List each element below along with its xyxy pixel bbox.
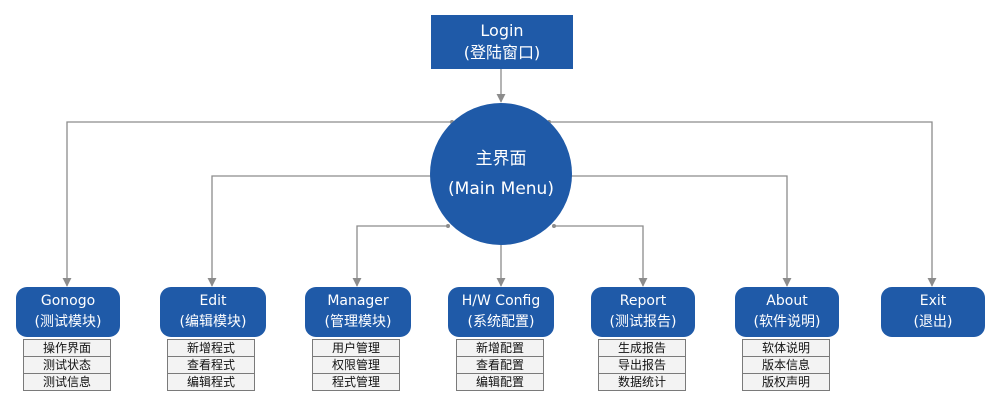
module-title: Edit (199, 293, 227, 309)
login-subtitle: (登陆窗口) (463, 43, 541, 62)
submenu-manager: 用户管理 权限管理 程式管理 (312, 339, 400, 391)
module-about: About (软件说明) (735, 287, 839, 337)
submenu-item: 查看配置 (456, 357, 544, 374)
menu-to-edit-arrow (207, 175, 432, 287)
submenu-item: 操作界面 (23, 339, 111, 357)
login-title: Login (480, 21, 524, 40)
module-report: Report (测试报告) (591, 287, 695, 337)
submenu-item: 权限管理 (312, 357, 400, 374)
module-title: Manager (327, 293, 389, 309)
module-subtitle: (软件说明) (753, 314, 821, 330)
menu-to-gonogo-arrow (62, 121, 452, 287)
submenu-item: 测试信息 (23, 374, 111, 391)
submenu-item: 测试状态 (23, 357, 111, 374)
module-manager: Manager (管理模块) (305, 287, 411, 337)
submenu-item: 版权声明 (742, 374, 830, 391)
submenu-item: 生成报告 (598, 339, 686, 357)
submenu-item: 版本信息 (742, 357, 830, 374)
module-subtitle: (测试模块) (34, 314, 102, 330)
submenu-gonogo: 操作界面 测试状态 测试信息 (23, 339, 111, 391)
login-node: Login (登陆窗口) (431, 15, 573, 69)
submenu-hw-config: 新增配置 查看配置 编辑配置 (456, 339, 544, 391)
menu-to-report-arrow (554, 225, 648, 287)
submenu-item: 新增程式 (167, 339, 255, 357)
submenu-item: 软体说明 (742, 339, 830, 357)
module-subtitle: (测试报告) (609, 314, 677, 330)
main-menu-subtitle: (Main Menu) (448, 179, 554, 199)
module-gonogo: Gonogo (测试模块) (16, 287, 120, 337)
submenu-item: 编辑配置 (456, 374, 544, 391)
module-subtitle: (系统配置) (467, 314, 535, 330)
submenu-item: 导出报告 (598, 357, 686, 374)
module-edit: Edit (编辑模块) (160, 287, 266, 337)
menu-to-exit-arrow (549, 121, 937, 287)
module-title: H/W Config (461, 293, 541, 309)
module-subtitle: (编辑模块) (179, 314, 247, 330)
submenu-about: 软体说明 版本信息 版权声明 (742, 339, 830, 391)
module-exit: Exit (退出) (881, 287, 985, 337)
submenu-item: 数据统计 (598, 374, 686, 391)
main-menu-node: 主界面 (Main Menu) (430, 103, 572, 245)
main-menu-title: 主界面 (475, 149, 527, 169)
module-title: Report (619, 293, 667, 309)
submenu-edit: 新增程式 查看程式 编辑程式 (167, 339, 255, 391)
menu-to-about-arrow (570, 175, 792, 287)
submenu-item: 程式管理 (312, 374, 400, 391)
module-title: Exit (919, 293, 947, 309)
submenu-report: 生成报告 导出报告 数据统计 (598, 339, 686, 391)
menu-to-manager-arrow (352, 225, 448, 287)
submenu-item: 新增配置 (456, 339, 544, 357)
module-title: About (766, 293, 808, 309)
submenu-item: 用户管理 (312, 339, 400, 357)
submenu-item: 查看程式 (167, 357, 255, 374)
module-subtitle: (管理模块) (324, 314, 392, 330)
module-subtitle: (退出) (913, 314, 953, 330)
module-hw-config: H/W Config (系统配置) (448, 287, 554, 337)
module-title: Gonogo (40, 293, 96, 309)
submenu-item: 编辑程式 (167, 374, 255, 391)
